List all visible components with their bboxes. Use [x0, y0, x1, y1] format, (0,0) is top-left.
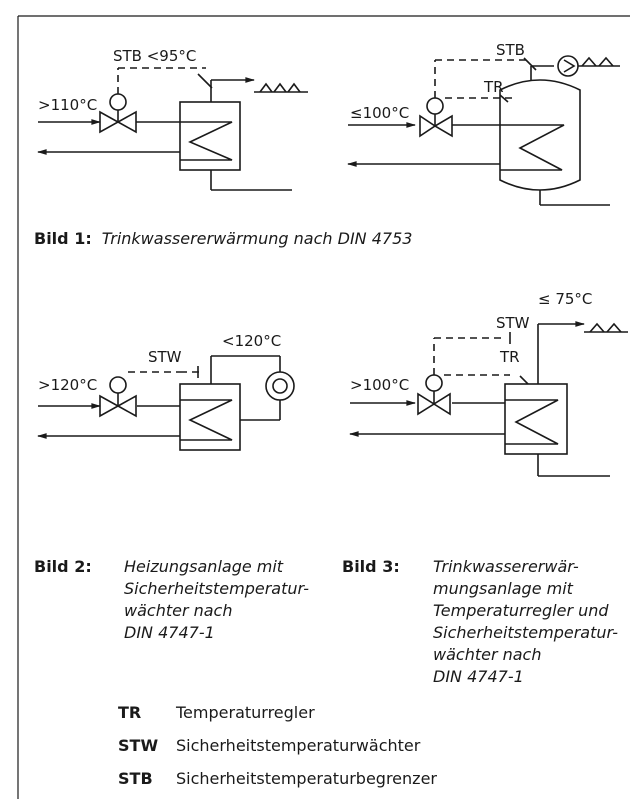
fig1b-schematic	[347, 55, 620, 206]
fig3-caption-label: Bild 3:	[342, 557, 400, 576]
fig1b-stb-label: STB	[496, 41, 525, 59]
fig3-stw-label: STW	[496, 314, 530, 332]
fig1b-temp-in-label: ≤100°C	[350, 104, 409, 122]
fig3-caption-line: Temperaturregler und	[433, 601, 609, 620]
fig1-caption: Bild 1: Trinkwassererwärmung nach DIN 475…	[34, 228, 412, 250]
fig2-schematic	[37, 355, 295, 451]
fig1-schematic	[37, 67, 308, 191]
fig1-stb-label: STB <95°C	[113, 47, 196, 65]
fig3-caption-line: Trinkwassererwär-	[433, 557, 579, 576]
fig1-caption-text: Trinkwassererwärmung nach DIN 4753	[101, 229, 413, 248]
legend-abbr: STB	[118, 769, 153, 788]
fig3-temp-in-label: >100°C	[350, 376, 409, 394]
fig3-caption-text: Trinkwassererwär- mungsanlage mit Temper…	[433, 556, 618, 688]
fig2-temp-out-label: <120°C	[222, 332, 281, 350]
legend-row: STW Sicherheitstemperaturwächter	[118, 729, 437, 762]
legend-row: TR Temperaturregler	[118, 696, 437, 729]
legend-text: Sicherheitstemperaturwächter	[176, 736, 421, 755]
fig3-schematic	[349, 321, 628, 477]
fig1-temp-in-label: >110°C	[38, 96, 97, 114]
fig2-caption-line: Heizungsanlage mit	[124, 557, 284, 576]
fig1b-tr-label: TR	[483, 78, 504, 96]
legend-text: Sicherheitstemperaturbegrenzer	[176, 769, 437, 788]
fig2-stw-label: STW	[148, 348, 182, 366]
fig3-caption-line: Sicherheitstemperatur-	[433, 623, 618, 642]
fig2-temp-in-label: >120°C	[38, 376, 97, 394]
fig2-caption-text: Heizungsanlage mit Sicherheitstemperatur…	[124, 556, 309, 644]
legend-text: Temperaturregler	[176, 703, 315, 722]
legend: TR Temperaturregler STW Sicherheitstempe…	[118, 696, 437, 795]
fig3-tr-label: TR	[499, 348, 520, 366]
fig3-caption-line: mungsanlage mit	[433, 579, 573, 598]
fig2-caption-label: Bild 2:	[34, 557, 92, 576]
fig3-caption-line: wächter nach	[433, 645, 542, 664]
fig2-caption-line: wächter nach	[124, 601, 233, 620]
fig3-caption-line: DIN 4747-1	[433, 667, 524, 686]
legend-abbr: STW	[118, 736, 159, 755]
fig2-caption-line: DIN 4747-1	[124, 623, 215, 642]
legend-abbr: TR	[118, 703, 142, 722]
fig1-caption-label: Bild 1:	[34, 229, 92, 248]
fig2-caption-line: Sicherheitstemperatur-	[124, 579, 309, 598]
fig3-temp-out-label: ≤ 75°C	[538, 290, 592, 308]
legend-row: STB Sicherheitstemperaturbegrenzer	[118, 762, 437, 795]
